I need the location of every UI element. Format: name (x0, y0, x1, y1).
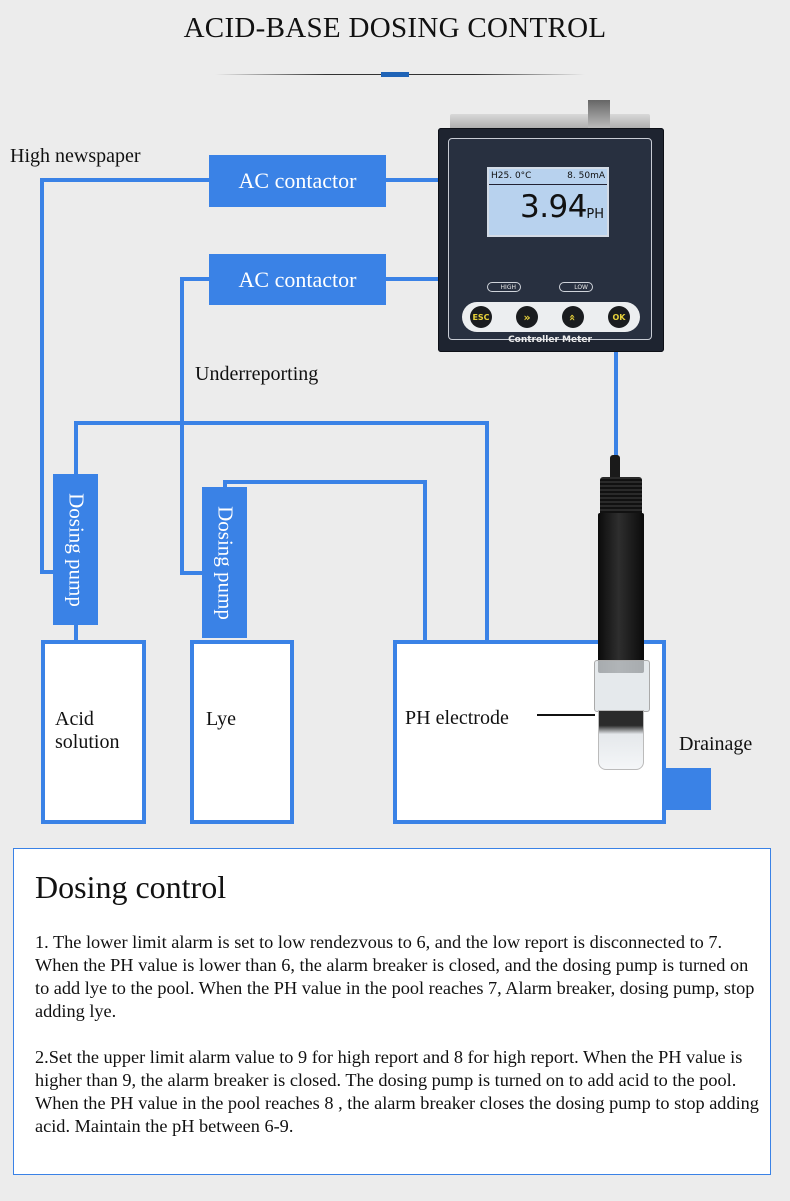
lcd-status-row: H25. 0°C 8. 50mA (489, 169, 607, 185)
controller-meter: H25. 0°C 8. 50mA 3.94 PH HIGH LOW ESC » … (438, 100, 664, 352)
drainage-outlet (665, 768, 711, 810)
lcd-temperature: H25. 0°C (491, 171, 532, 181)
page-title: ACID-BASE DOSING CONTROL (183, 12, 607, 44)
title-divider-accent (381, 72, 409, 77)
ac-contactor-high: AC contactor (209, 155, 386, 207)
description-paragraph-high: 2.Set the upper limit alarm value to 9 f… (35, 1047, 759, 1136)
wire-power-pump1 (74, 421, 78, 475)
low-alarm-label: Underreporting (195, 363, 319, 385)
double-chevron-right-icon: » (523, 310, 531, 324)
high-alarm-label: High newspaper (10, 145, 141, 167)
wire-low-vertical (180, 277, 184, 575)
wire-contactor1-meter (386, 178, 440, 182)
electrode-cable (610, 455, 620, 485)
ok-button[interactable]: OK (608, 306, 630, 328)
low-led-indicator: LOW (559, 282, 593, 292)
electrode-guard (594, 660, 650, 712)
electrode-tip (598, 710, 644, 770)
up-button[interactable]: « (562, 306, 584, 328)
wire-pump2-tank (423, 480, 427, 641)
wire-pump1-acid (74, 624, 78, 641)
acid-tank-label: Acid solution (55, 708, 119, 754)
wire-pump2-horizontal (223, 480, 427, 484)
acid-tank-label-line1: Acid (55, 708, 94, 730)
lcd-current: 8. 50mA (567, 171, 605, 181)
ac-contactor-label: AC contactor (238, 266, 357, 292)
meter-button-bar: ESC » « OK (462, 302, 640, 332)
meter-face: H25. 0°C 8. 50mA 3.94 PH HIGH LOW ESC » … (448, 138, 652, 345)
wire-meter-electrode (614, 350, 618, 460)
dosing-control-description: Dosing control 1. The lower limit alarm … (13, 848, 771, 1175)
dosing-pump-label: Dosing pump (213, 505, 237, 620)
esc-button[interactable]: ESC (470, 306, 492, 328)
drainage-label: Drainage (679, 733, 753, 755)
meter-brand-label: Controller Meter (508, 335, 592, 345)
high-led-indicator: HIGH (487, 282, 521, 292)
ph-electrode-probe (590, 455, 650, 775)
shift-right-button[interactable]: » (516, 306, 538, 328)
dosing-pump-label: Dosing pump (64, 492, 88, 607)
description-paragraph-low: 1. The lower limit alarm is set to low r… (35, 932, 755, 1021)
wire-high-vertical (40, 178, 44, 574)
wire-high-horizontal (40, 178, 210, 182)
ph-electrode-label: PH electrode (405, 707, 509, 729)
wire-high-to-pump (40, 570, 54, 574)
acid-tank: Acid solution (41, 640, 146, 824)
wire-low-to-pump (180, 571, 203, 575)
meter-lcd: H25. 0°C 8. 50mA 3.94 PH (487, 167, 609, 237)
ac-contactor-low: AC contactor (209, 254, 386, 305)
wire-power-tank (485, 421, 489, 641)
lcd-ph-value: 3.94 (519, 189, 588, 225)
wire-contactor2-meter (386, 277, 440, 281)
dosing-pump-acid: Dosing pump (53, 474, 98, 625)
wire-power-horizontal (74, 421, 489, 425)
dosing-pump-lye: Dosing pump (202, 487, 247, 638)
electrode-shaft (598, 513, 644, 673)
double-chevron-up-icon: « (566, 313, 580, 321)
description-title: Dosing control (35, 869, 227, 905)
electrode-pointer-line (537, 714, 595, 716)
meter-body: H25. 0°C 8. 50mA 3.94 PH HIGH LOW ESC » … (438, 128, 664, 352)
wire-pump2-top (223, 480, 227, 488)
ac-contactor-label: AC contactor (238, 168, 357, 193)
acid-tank-label-line2: solution (55, 731, 120, 753)
lye-tank: Lye (190, 640, 294, 824)
lcd-unit: PH (586, 207, 604, 222)
meter-mount-bracket (588, 100, 610, 128)
wire-low-horizontal (180, 277, 210, 281)
electrode-thread (600, 477, 642, 517)
lye-tank-label: Lye (206, 708, 236, 730)
